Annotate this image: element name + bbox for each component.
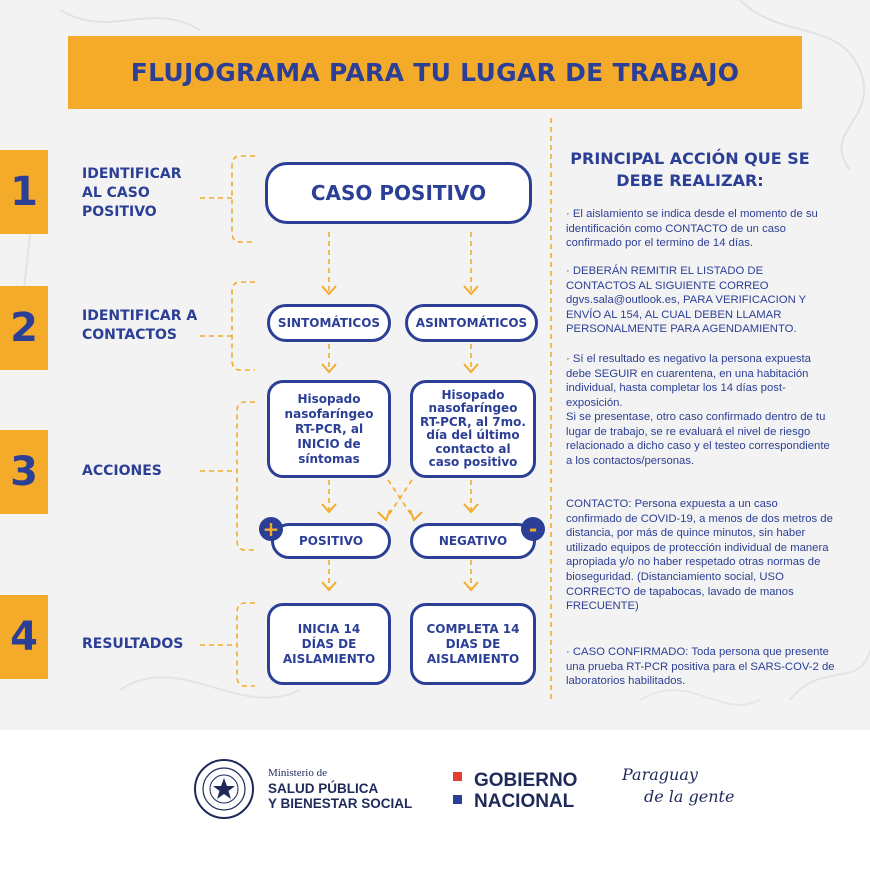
ministerio-line-1: SALUD PÚBLICA	[268, 781, 379, 796]
step-label-4: RESULTADOS	[82, 636, 184, 652]
paragraph-aislamiento: · El aislamiento se indica desde el mome…	[566, 208, 818, 250]
paragraph-caso-confirmado: · CASO CONFIRMADO: Toda persona que pres…	[566, 646, 835, 688]
asintomaticos-label: ASINTOMÁTICOS	[415, 316, 528, 330]
sintomaticos-label: SINTOMÁTICOS	[277, 316, 381, 330]
footer	[0, 730, 870, 870]
step-number-4: 4	[0, 595, 48, 679]
completa-aislamiento-box: COMPLETA 14 DIAS DE AISLAMIENTO	[410, 603, 536, 685]
national-seal-icon	[194, 759, 254, 819]
ministerio-prefix: Ministerio de	[268, 767, 327, 779]
negativo-label: NEGATIVO	[438, 534, 508, 548]
step-number-2: 2	[0, 286, 48, 370]
gobierno-nacional-logo: GOBIERNO NACIONAL	[474, 770, 577, 812]
ministerio-name: SALUD PÚBLICA Y BIENESTAR SOCIAL	[268, 781, 412, 811]
negativo-box: NEGATIVO	[410, 523, 536, 559]
paragraph-contacto-definicion: CONTACTO: Persona expuesta a un caso con…	[566, 498, 833, 613]
plus-icon: +	[259, 517, 283, 541]
step-label-1: IDENTIFICAR AL CASO POSITIVO	[82, 166, 182, 220]
step-label-2: IDENTIFICAR A CONTACTOS	[82, 308, 198, 343]
step-label-3: ACCIONES	[82, 463, 162, 479]
paragraph-resultado-negativo: · Sí el resultado es negativo la persona…	[566, 353, 811, 409]
positivo-label: POSITIVO	[298, 534, 364, 548]
caso-positivo-box: CASO POSITIVO	[265, 162, 532, 224]
gobierno-blue-square-icon	[453, 795, 462, 804]
title-banner: FLUJOGRAMA PARA TU LUGAR DE TRABAJO	[68, 36, 802, 109]
completa-aislamiento-label: COMPLETA 14 DIAS DE AISLAMIENTO	[426, 621, 520, 666]
step-number-1: 1	[0, 150, 48, 234]
caso-positivo-label: CASO POSITIVO	[310, 181, 487, 205]
hisopado-sintomaticos-label: Hisopado nasofaríngeo RT-PCR, al INICIO …	[284, 391, 374, 466]
inicia-aislamiento-label: INICIA 14 DÍAS DE AISLAMIENTO	[282, 621, 376, 666]
sintomaticos-box: SINTOMÁTICOS	[267, 304, 391, 342]
asintomaticos-box: ASINTOMÁTICOS	[405, 304, 538, 342]
right-panel-title: PRINCIPAL ACCIÓN QUE SE DEBE REALIZAR:	[570, 149, 810, 190]
inicia-aislamiento-box: INICIA 14 DÍAS DE AISLAMIENTO	[267, 603, 391, 685]
gobierno-line-1: GOBIERNO	[474, 770, 578, 791]
ministerio-line-2: Y BIENESTAR SOCIAL	[268, 796, 413, 811]
minus-icon: -	[521, 517, 545, 541]
hisopado-asintomaticos-label: Hisopado nasofaríngeo RT-PCR, al 7mo. dí…	[420, 387, 526, 469]
hisopado-sintomaticos-box: Hisopado nasofaríngeo RT-PCR, al INICIO …	[267, 380, 391, 478]
paraguay-slogan: Paraguay de la gente	[622, 764, 734, 808]
positivo-box: POSITIVO	[271, 523, 391, 559]
slogan-line-1: Paraguay	[622, 765, 698, 784]
hisopado-asintomaticos-box: Hisopado nasofaríngeo RT-PCR, al 7mo. dí…	[410, 380, 536, 478]
step-number-3: 3	[0, 430, 48, 514]
paragraph-otro-caso: Si se presentase, otro caso confirmado d…	[566, 411, 830, 467]
page-title: FLUJOGRAMA PARA TU LUGAR DE TRABAJO	[130, 58, 740, 87]
paragraph-listado-contactos: · DEBERÁN REMITIR EL LISTADO DE CONTACTO…	[566, 265, 807, 336]
slogan-line-2: de la gente	[644, 787, 735, 806]
gobierno-red-square-icon	[453, 772, 462, 781]
gobierno-line-2: NACIONAL	[474, 791, 575, 812]
